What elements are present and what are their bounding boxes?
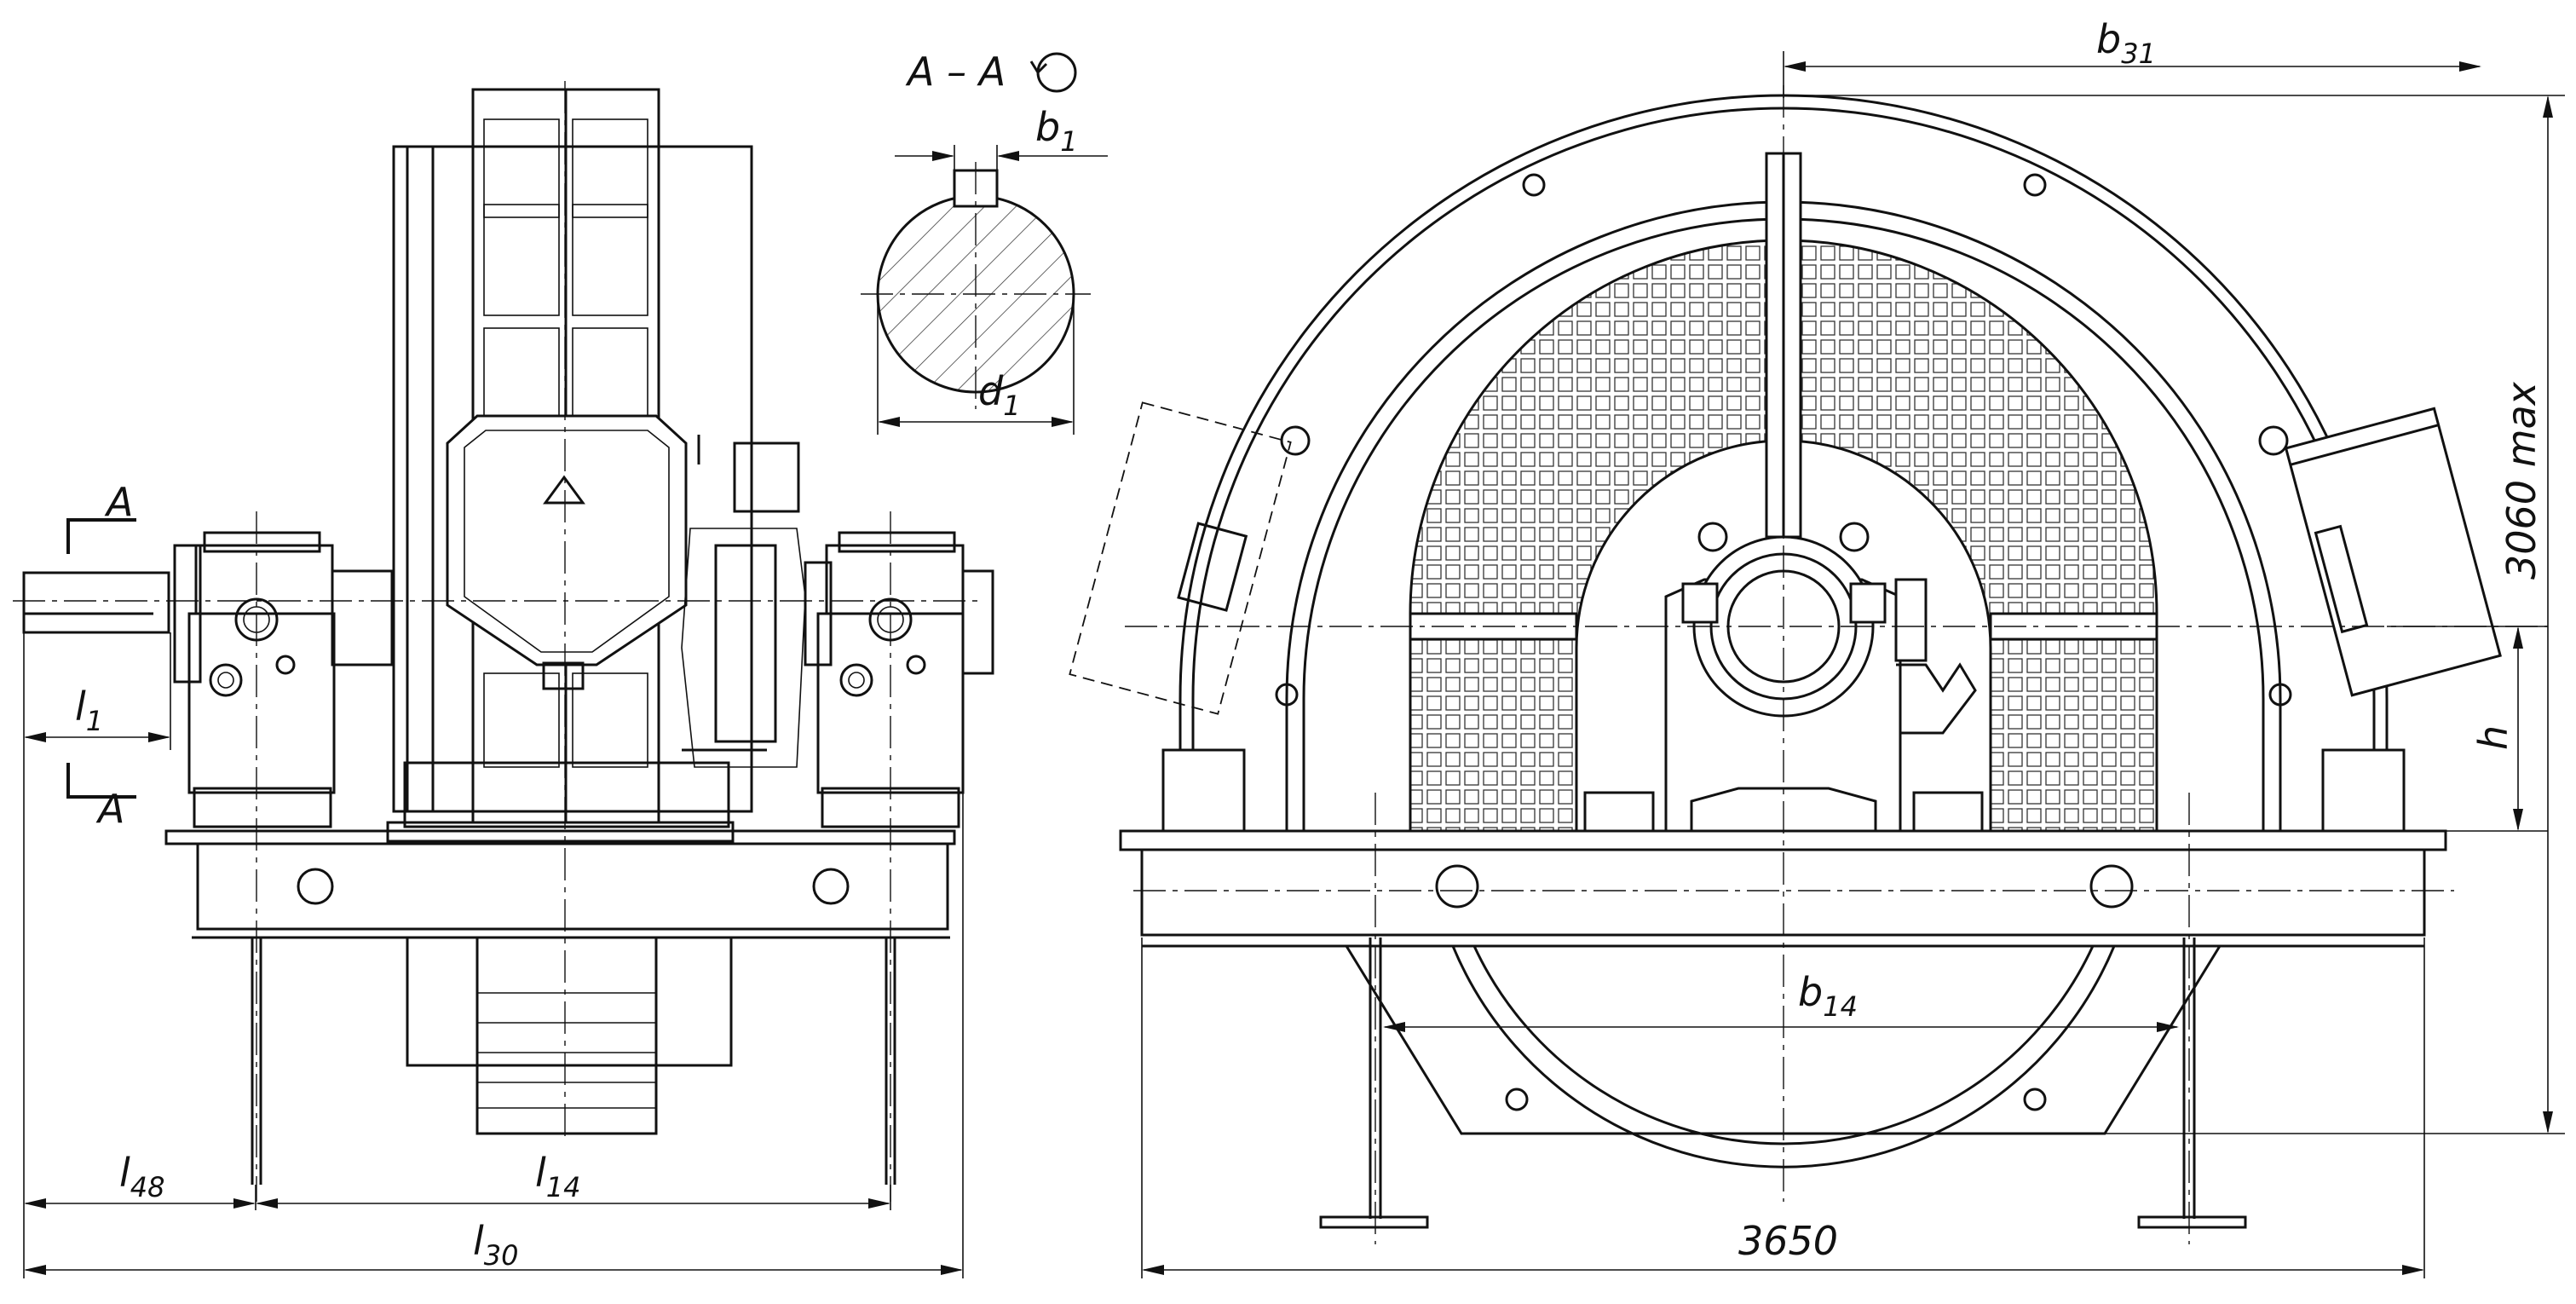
dim-b31: b31 (2096, 16, 2156, 70)
dim-l30: l30 (473, 1218, 519, 1272)
dim-height-max: 3060 max (2498, 381, 2544, 580)
dim-l48: l48 (119, 1150, 165, 1203)
left-dimensions (23, 632, 964, 1278)
dim-3650: 3650 (1738, 1218, 1838, 1264)
cut-mark-bottom-label: A (95, 786, 124, 832)
dim-l14: l14 (535, 1150, 581, 1203)
dim-h: h (2470, 725, 2516, 750)
right-dimensions (1141, 51, 2565, 1278)
dim-d1: d1 (978, 368, 1021, 422)
dim-b1: b1 (1035, 104, 1078, 158)
left-terminal-box-hidden (1069, 401, 1292, 715)
dim-l1: l1 (75, 684, 103, 737)
section-title: A – A (905, 49, 1006, 95)
cut-mark-top-label: A (104, 479, 133, 525)
section-aa (861, 52, 1108, 435)
front-view (1069, 85, 2548, 1244)
right-terminal-box (2284, 407, 2502, 697)
section-cut-marks (66, 518, 136, 799)
left-pedestal (173, 531, 394, 828)
right-pedestal (804, 531, 994, 828)
side-view (13, 81, 994, 1202)
dim-b14: b14 (1798, 969, 1858, 1023)
